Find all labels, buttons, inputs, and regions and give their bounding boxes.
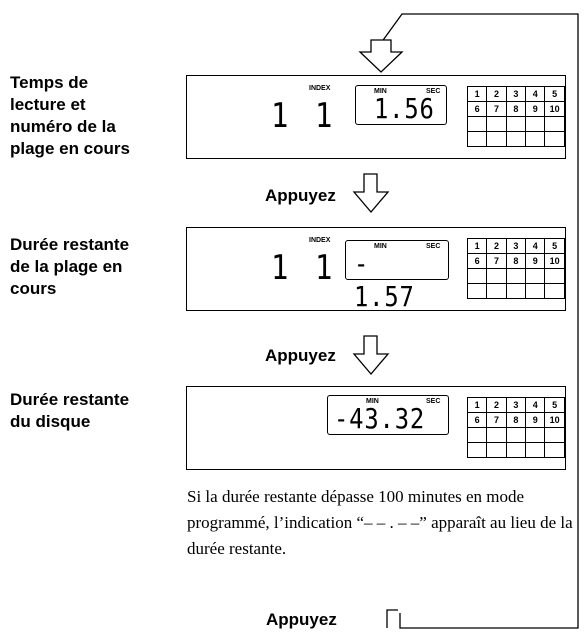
time-readout: 1.56 <box>374 92 435 125</box>
track-grid-cell: 10 <box>544 253 565 269</box>
track-grid-cell <box>544 116 565 132</box>
track-grid-cell <box>505 427 527 443</box>
track-grid-cell <box>505 268 527 284</box>
track-grid-cell <box>544 442 565 458</box>
track-grid-cell <box>544 283 565 299</box>
track-grid-cell <box>466 268 488 284</box>
track-grid-cell: 2 <box>486 86 507 102</box>
track-grid-cell: 10 <box>544 101 565 117</box>
track-grid-cell <box>525 116 546 132</box>
track-grid-cell <box>486 427 507 443</box>
track-grid-cell: 10 <box>544 412 565 428</box>
track-number: 1 <box>271 248 290 288</box>
min-label: MIN <box>366 398 379 405</box>
time-readout: -43.32 <box>334 402 426 435</box>
track-grid-cell: 8 <box>505 412 527 428</box>
track-grid-cell: 2 <box>486 238 507 254</box>
track-grid-cell: 1 <box>466 238 488 254</box>
track-grid-cell: 4 <box>525 397 546 413</box>
track-grid-cell: 6 <box>466 412 488 428</box>
index-number: 1 <box>315 96 334 136</box>
track-grid-cell <box>486 131 507 147</box>
track-grid-cell: 6 <box>466 253 488 269</box>
track-grid-cell: 7 <box>486 412 507 428</box>
track-grid-cell: 7 <box>486 253 507 269</box>
track-grid-cell <box>525 427 546 443</box>
sec-label: SEC <box>426 88 441 95</box>
track-grid-cell <box>466 283 488 299</box>
track-grid-cell <box>544 131 565 147</box>
track-grid-cell: 2 <box>486 397 507 413</box>
track-grid-cell <box>505 283 527 299</box>
track-grid-cell <box>525 268 546 284</box>
track-grid-cell <box>505 116 527 132</box>
down-arrow-icon <box>352 335 390 376</box>
track-grid-cell <box>525 131 546 147</box>
track-grid-cell: 8 <box>505 101 527 117</box>
sec-label: SEC <box>426 398 441 405</box>
track-grid-cell <box>466 131 488 147</box>
track-grid-cell: 1 <box>466 86 488 102</box>
track-grid-cell: 4 <box>525 238 546 254</box>
track-grid-cell <box>525 283 546 299</box>
time-readout: - 1.57 <box>354 247 415 313</box>
min-label: MIN <box>374 243 387 250</box>
track-grid-cell: 5 <box>544 86 565 102</box>
track-grid-cell: 3 <box>505 397 527 413</box>
press-label: Appuyez <box>265 186 336 205</box>
index-label: INDEX <box>309 85 331 92</box>
sec-label: SEC <box>426 243 441 250</box>
track-grid-cell <box>505 442 527 458</box>
track-grid-cell <box>486 116 507 132</box>
track-grid-cell <box>466 116 488 132</box>
time-box: MIN SEC 1.56 <box>355 85 447 125</box>
time-box: MIN SEC -43.32 <box>327 395 449 435</box>
track-grid-cell: 5 <box>544 397 565 413</box>
press-label: Appuyez <box>266 610 337 629</box>
track-grid-cell: 8 <box>505 253 527 269</box>
track-grid-cell: 1 <box>466 397 488 413</box>
index-number: 1 <box>315 248 334 288</box>
label-remaining-track: Durée restante de la plage en cours <box>10 235 130 298</box>
track-grid-cell <box>525 442 546 458</box>
label-remaining-disc: Durée restante du disque <box>10 390 130 431</box>
remaining-time-note: Si la durée restante dépasse 100 minutes… <box>187 487 573 558</box>
track-grid-cell <box>466 442 488 458</box>
track-grid-cell: 9 <box>525 101 546 117</box>
label-playing-time: Temps de lecture et numéro de la plage e… <box>10 73 130 158</box>
track-grid-cell: 9 <box>525 412 546 428</box>
track-grid-cell: 3 <box>505 86 527 102</box>
track-grid-cell: 5 <box>544 238 565 254</box>
track-grid-cell: 6 <box>466 101 488 117</box>
track-grid-cell: 7 <box>486 101 507 117</box>
track-number: 1 <box>271 96 290 136</box>
index-label: INDEX <box>309 237 331 244</box>
track-grid-cell <box>486 442 507 458</box>
track-grid-cell <box>466 427 488 443</box>
down-arrow-icon <box>352 173 390 214</box>
down-arrow-icon <box>358 39 404 73</box>
min-label: MIN <box>374 88 387 95</box>
time-box: MIN SEC - 1.57 <box>345 240 449 313</box>
track-grid-cell <box>544 268 565 284</box>
track-grid-cell <box>486 283 507 299</box>
track-grid-cell <box>486 268 507 284</box>
track-grid-cell <box>505 131 527 147</box>
track-grid-cell: 3 <box>505 238 527 254</box>
press-label: Appuyez <box>265 346 336 365</box>
track-grid-cell: 9 <box>525 253 546 269</box>
track-grid-cell: 4 <box>525 86 546 102</box>
track-grid-cell <box>544 427 565 443</box>
